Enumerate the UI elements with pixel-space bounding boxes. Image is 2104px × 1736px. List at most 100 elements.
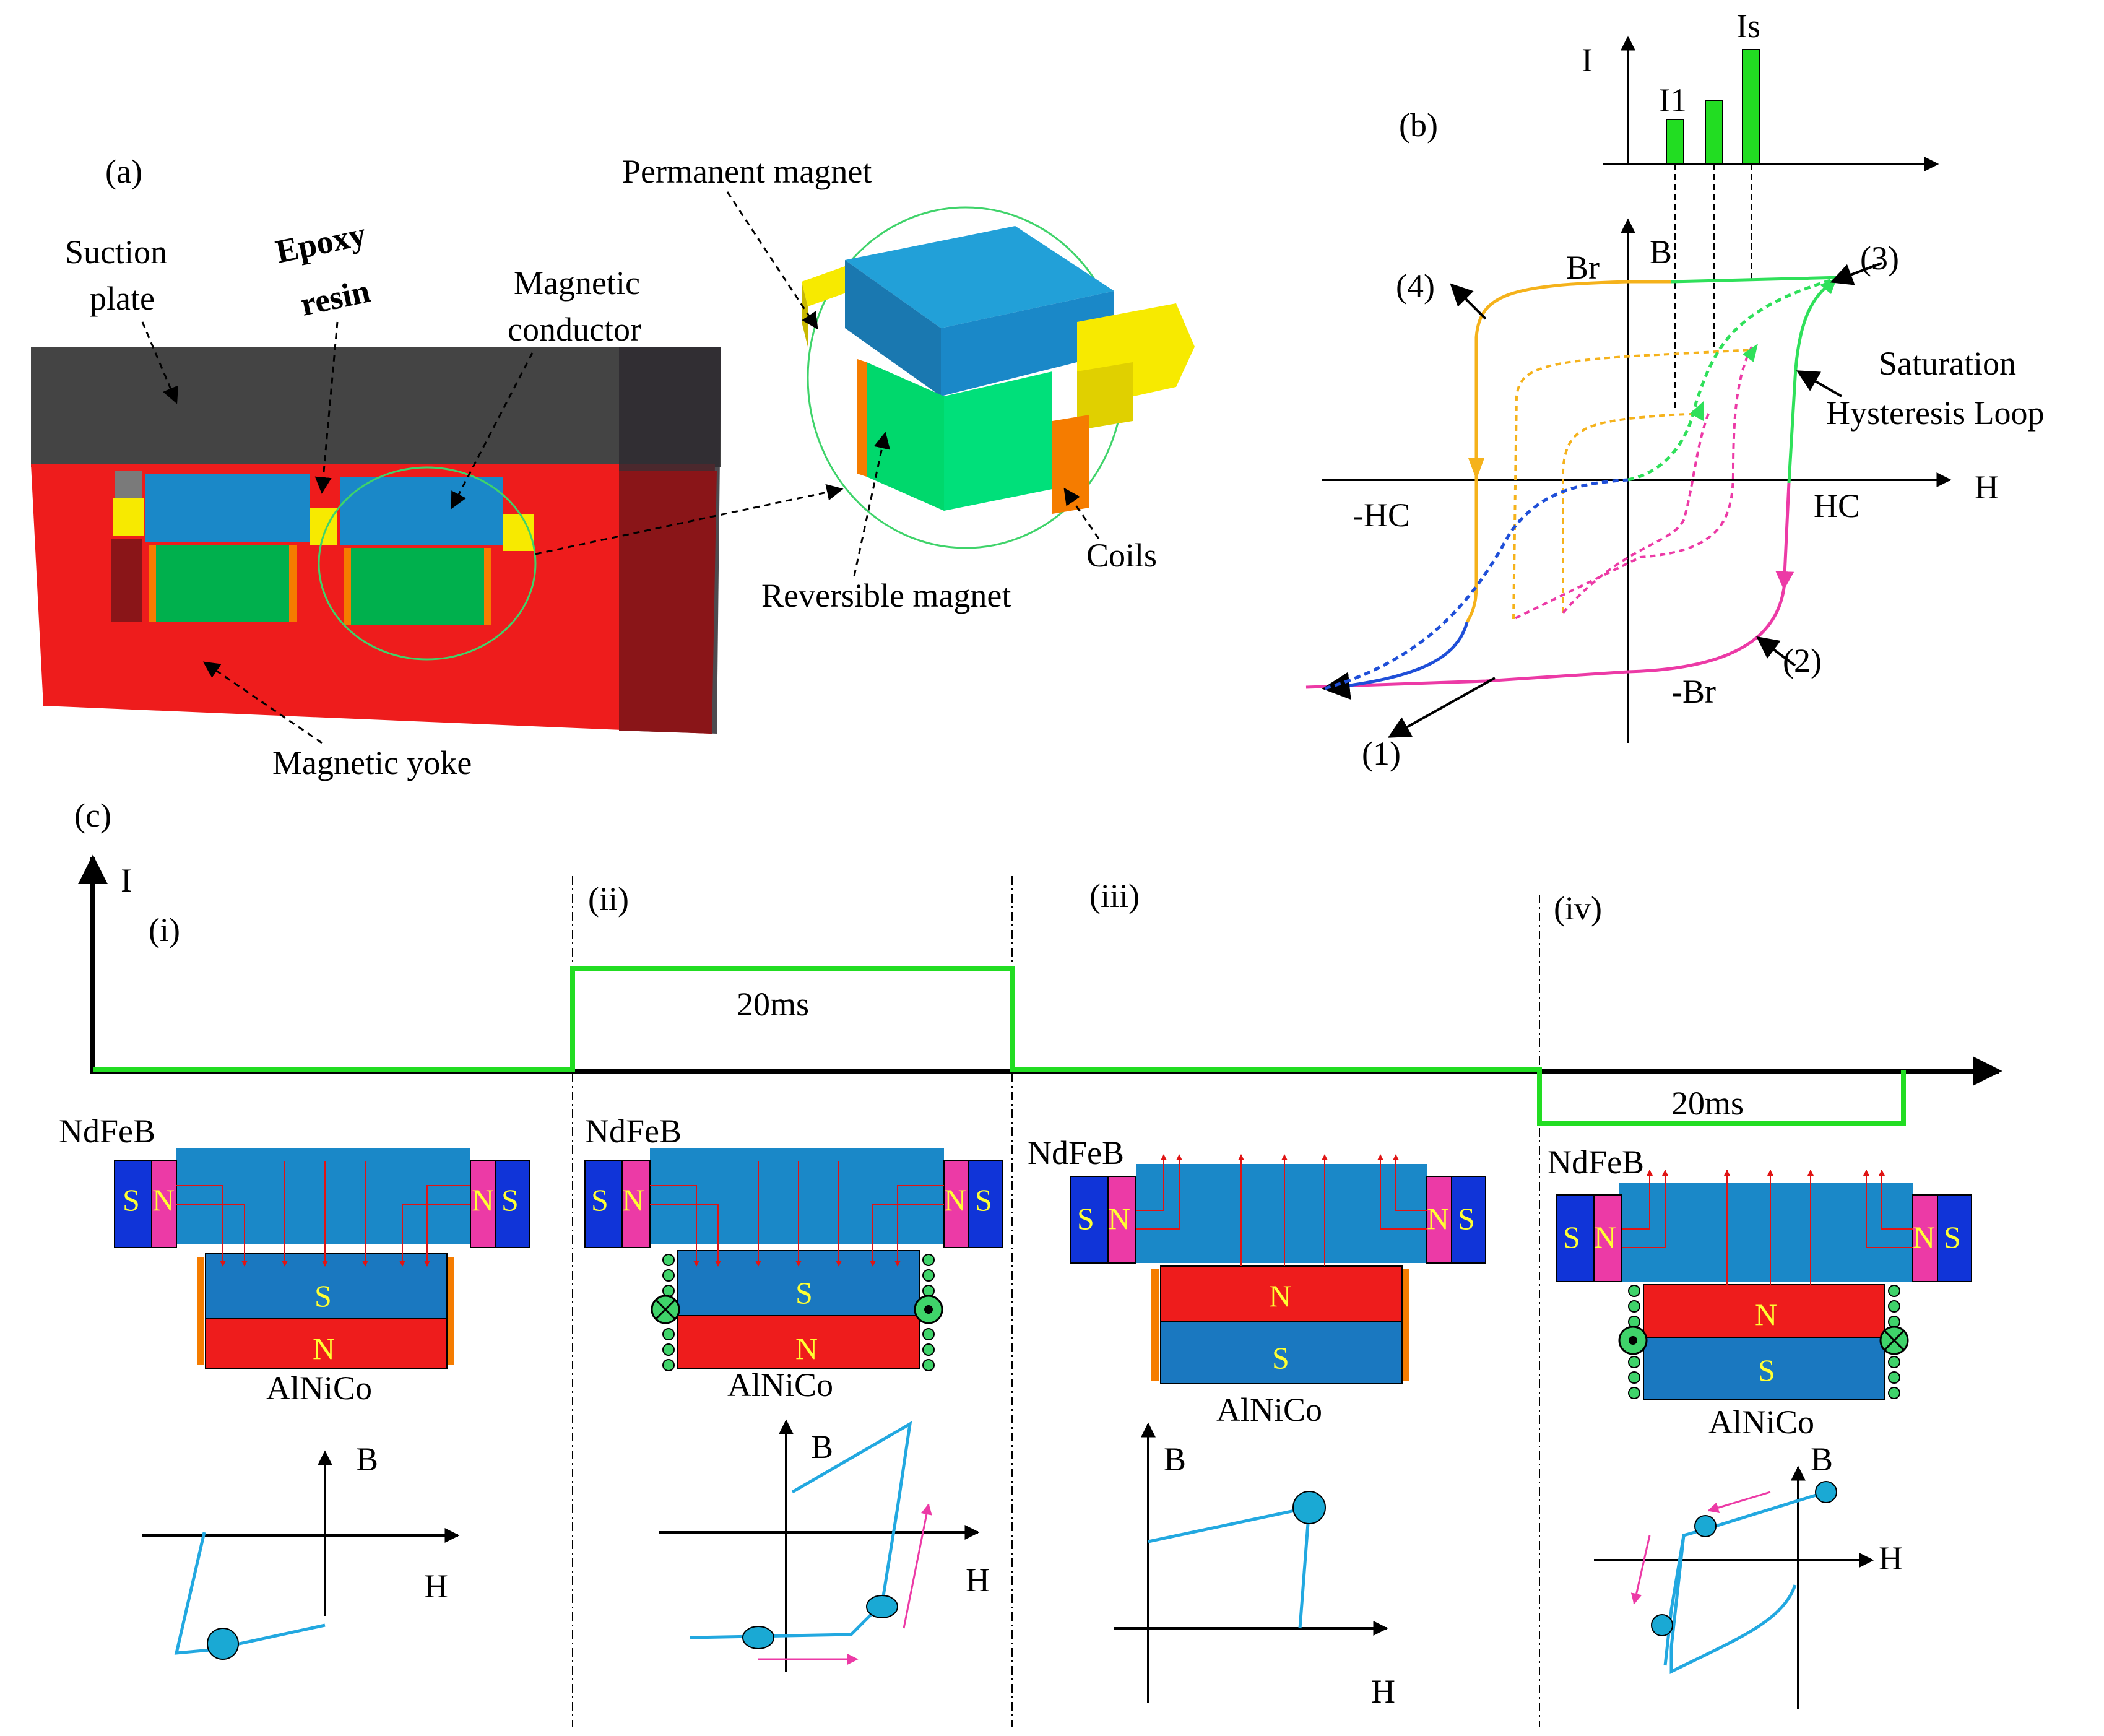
conductor-right [340, 477, 503, 545]
stage-iv: (iv) [1554, 890, 1602, 927]
label-conductor-1: Magnetic [514, 264, 640, 302]
label-coils: Coils [1086, 537, 1157, 574]
stage-iv-pm-right-s [1937, 1194, 1972, 1282]
green-arrow-1 [1690, 401, 1704, 421]
arrow-zoom [535, 484, 844, 555]
label-neg-br: -Br [1671, 673, 1716, 710]
loop-magenta-bottom [1305, 588, 1786, 689]
loop-blue [1322, 622, 1469, 700]
zoom-epoxy-left-top [802, 266, 851, 306]
bh-axis-h: H [1975, 469, 1999, 506]
stage-iv-arrow-2 [1630, 1535, 1651, 1605]
stage-iii-bh-b: B [1164, 1441, 1186, 1478]
stage-iv-current-in-icon [1879, 1326, 1909, 1355]
coil-right-b [484, 548, 491, 625]
label-suction-plate-2: plate [90, 280, 155, 317]
stage-iv-coil-dots [1628, 1285, 1900, 1399]
label-conductor-2: conductor [508, 311, 641, 348]
stage-iii-coil-left [1151, 1269, 1159, 1381]
stage-iii: (iii) [1089, 877, 1140, 914]
stage-ii-diagram: NdFeB S N N S S N AlNiCo [584, 1113, 1003, 1672]
stage-ii-pole-s-left: S [591, 1183, 608, 1217]
stage-i-bh-curve [174, 1532, 326, 1655]
stage-iv-ndfeb: NdFeB [1548, 1144, 1644, 1181]
coil-left-b [289, 545, 297, 622]
stage-ii-bh-curve [690, 1421, 912, 1639]
pulse-width-negative: 20ms [1671, 1085, 1744, 1122]
stage-ii-coil-dots [662, 1254, 935, 1371]
stage-ii-current-in-icon [651, 1295, 680, 1324]
stage-ii-pm-left-n [621, 1160, 651, 1248]
stage-iii-pole-n-left: N [1108, 1201, 1130, 1236]
panel-b-tag: (b) [1399, 106, 1438, 144]
stage-iii-ndfeb: NdFeB [1028, 1134, 1124, 1171]
label-br: Br [1566, 249, 1600, 286]
loop-magenta-right [1775, 482, 1794, 590]
pulse-width-positive: 20ms [737, 986, 809, 1023]
stage-ii-alnico-n [677, 1315, 920, 1369]
minor-loop-magenta-1 [1513, 346, 1753, 620]
cavity-dark-left [111, 539, 142, 622]
pulse-label-is: Is [1736, 7, 1760, 45]
arrow-coils [1063, 487, 1100, 539]
stage-iv-pm-right-n [1912, 1194, 1938, 1282]
stage-iii-flux-lines [1136, 1154, 1427, 1266]
stage-i-conductor [176, 1148, 470, 1244]
label-epoxy-1: Epoxy [272, 215, 369, 270]
stage-iv-alnico-pole-n: N [1755, 1297, 1777, 1332]
stage-i-alnico: AlNiCo [266, 1369, 372, 1407]
current-waveform [93, 966, 1906, 1126]
arrow-marker-2 [1756, 636, 1796, 667]
stage-i-bh-h: H [424, 1568, 448, 1605]
arrow-saturation [1796, 370, 1842, 397]
rev-magnet-right [351, 548, 484, 625]
marker-3: (3) [1860, 240, 1899, 277]
stage-iv-alnico-pole-s: S [1758, 1353, 1775, 1387]
zoom-rev-side [944, 371, 1052, 511]
stage-iv-bh-point-2 [1694, 1515, 1717, 1537]
bh-axis-b: B [1650, 233, 1672, 271]
stage-iii-pm-right-s [1451, 1176, 1486, 1264]
stage-ii: (ii) [588, 880, 629, 918]
stage-iv-alnico: AlNiCo [1708, 1404, 1814, 1441]
stage-i-pm-left-s [114, 1160, 152, 1248]
stage-iii-bh-curve [1148, 1505, 1311, 1629]
stage-iv-pm-left-n [1593, 1194, 1622, 1282]
stage-iv-pole-n-right: N [1913, 1220, 1935, 1254]
stage-ii-ndfeb: NdFeB [585, 1113, 682, 1150]
stage-ii-bh-h: H [966, 1561, 990, 1599]
stage-ii-conductor [650, 1148, 944, 1244]
pulse-bar-2 [1705, 100, 1723, 165]
epoxy-left [113, 498, 144, 536]
stage-iv-pole-s-right: S [1944, 1220, 1961, 1254]
stage-i-coil-right [447, 1257, 454, 1365]
arrow-reversible-magnet [853, 432, 891, 576]
device-cross-section [31, 347, 721, 734]
stage-ii-bh-point-1 [742, 1626, 774, 1649]
stage-ii-pm-right-s [968, 1160, 1003, 1248]
stage-i-diagram: NdFeB S N N S S N AlNiCo [59, 1113, 530, 1660]
initial-curve-green [1627, 278, 1833, 482]
green-arrow-2 [1743, 344, 1758, 362]
arrow-marker-3 [1830, 262, 1882, 285]
stage-i-flux-lines [176, 1161, 470, 1267]
stage-i-pm-right-n [470, 1160, 496, 1248]
stage-i-pole-n-right: N [472, 1183, 494, 1217]
stage-i: (i) [149, 911, 180, 948]
stage-iv-conductor [1619, 1183, 1913, 1282]
stage-iv-flux-lines [1622, 1170, 1913, 1285]
stage-ii-bh-point-2 [866, 1595, 898, 1618]
coil-left [149, 545, 156, 622]
label-saturation-2: Hysteresis Loop [1826, 394, 2044, 432]
label-saturation-1: Saturation [1879, 345, 2016, 382]
stage-iv-current-out-icon [1618, 1326, 1648, 1355]
stage-iv-pole-n-left: N [1594, 1220, 1616, 1254]
zoom-coil-left [857, 359, 867, 477]
pulse-axis-label: I [1582, 41, 1593, 79]
stage-iii-diagram: NdFeB S N N S N S AlNiCo [1028, 1134, 1486, 1710]
panel-a: (a) Suction plate [31, 153, 1195, 781]
stage-i-bh-b: B [356, 1441, 378, 1478]
stage-iii-conductor [1136, 1164, 1427, 1263]
stage-ii-alnico: AlNiCo [727, 1366, 833, 1404]
stage-ii-flux-lines [650, 1161, 944, 1267]
